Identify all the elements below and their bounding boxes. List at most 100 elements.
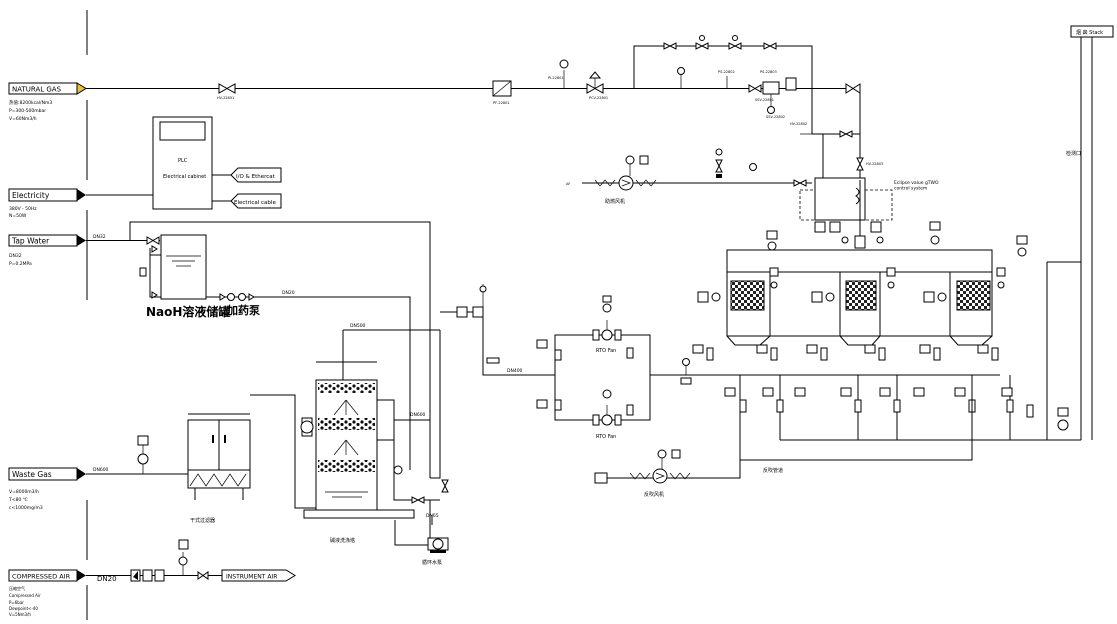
circulation-pump-icon[interactable] bbox=[427, 537, 449, 553]
plc-cabinet[interactable]: PLC Electrical cabinet bbox=[152, 116, 213, 210]
flow-meter-icon bbox=[137, 453, 149, 465]
waste-gas-size: DN600 bbox=[93, 467, 109, 473]
electricity-label: Electricity bbox=[12, 191, 50, 200]
gas-psh-tag: PS-22803 bbox=[760, 70, 777, 74]
instrument-box-icon bbox=[137, 435, 149, 446]
naoh-line-size: DN20 bbox=[282, 290, 295, 296]
electrical-cable-tag[interactable]: Electrical cable bbox=[230, 193, 282, 209]
return-duct-label: 反吹管道 bbox=[763, 467, 783, 474]
tap-water-spec: DN32 bbox=[9, 253, 22, 259]
rto-fan-2[interactable] bbox=[592, 389, 622, 426]
electricity-spec: N=50W bbox=[9, 213, 27, 219]
damper-icon[interactable] bbox=[626, 404, 634, 416]
compressed-air-label: COMPRESSED AIR bbox=[12, 573, 71, 581]
dilution-fan[interactable] bbox=[629, 449, 691, 484]
damper-icon[interactable] bbox=[472, 306, 484, 318]
tap-water-inlet[interactable]: Tap Water bbox=[8, 234, 86, 247]
rto-instrument-group bbox=[697, 221, 1028, 303]
pressure-gauge-icon bbox=[677, 67, 685, 75]
natural-gas-spec: 热值:8200kcal/Nm3 bbox=[9, 99, 52, 106]
circulation-pump-label: 循环水泵 bbox=[422, 559, 442, 566]
gas-psl-tag: PS-22802 bbox=[718, 70, 735, 74]
level-switch-icon bbox=[393, 465, 403, 475]
rto-fan-1[interactable] bbox=[592, 295, 622, 341]
instrument-air-outlet[interactable]: INSTRUMENT AIR bbox=[221, 569, 296, 582]
purge-air-line bbox=[607, 375, 973, 479]
rto-chamber-assembly[interactable] bbox=[726, 249, 993, 346]
compressed-air-inlet[interactable]: COMPRESSED AIR bbox=[8, 569, 86, 582]
inlet-filter-icon[interactable] bbox=[594, 472, 608, 484]
electricity-inlet[interactable]: Electricity bbox=[8, 188, 86, 202]
plc-subtitle: Electrical cabinet bbox=[163, 174, 206, 180]
io-ethernet-label: I/O & Ethercat bbox=[236, 174, 276, 180]
rto-valve-group[interactable] bbox=[692, 344, 1034, 418]
burner-icon[interactable] bbox=[854, 235, 866, 249]
sampling-valve-icon[interactable] bbox=[1057, 419, 1069, 431]
damper-icon[interactable] bbox=[626, 347, 634, 359]
rto-fan-2-loop bbox=[554, 375, 651, 421]
makeup-water-line bbox=[129, 221, 431, 478]
damper-icon[interactable] bbox=[554, 399, 562, 411]
air-filter-set-icon[interactable] bbox=[130, 569, 165, 582]
filter-tag: AF bbox=[566, 182, 570, 186]
naoh-tank-label: NaoH溶液储罐 bbox=[146, 304, 230, 319]
combustion-fan[interactable] bbox=[594, 155, 657, 191]
gas-filter[interactable] bbox=[492, 80, 512, 97]
rto-supply-line bbox=[440, 311, 540, 376]
scrubber-label: 碱液洗涤塔 bbox=[330, 537, 355, 544]
dosing-pump-icon[interactable] bbox=[219, 293, 255, 301]
io-ethernet-tag[interactable]: I/O & Ethercat bbox=[230, 167, 282, 183]
gas-ball-valve[interactable] bbox=[218, 83, 236, 94]
gas-valve-tag: HV-22801 bbox=[217, 96, 234, 100]
bypass-valve-icon bbox=[663, 42, 777, 50]
stack-label: 烟 囱 Stack bbox=[1076, 29, 1103, 36]
compressed-air-spec: Dewpoint<-40 bbox=[9, 606, 38, 611]
flow-element-icon bbox=[486, 357, 500, 364]
damper-icon[interactable] bbox=[554, 349, 562, 361]
flow-element-icon bbox=[680, 377, 692, 385]
dilution-fan-label: 反吹风机 bbox=[644, 491, 664, 498]
pressure-gauge-icon bbox=[767, 106, 775, 114]
gas-filter-tag: PF-22801 bbox=[493, 101, 510, 105]
dry-filter[interactable] bbox=[187, 413, 251, 500]
burner-control-box[interactable] bbox=[799, 177, 893, 221]
naoh-to-scrubber-line bbox=[280, 296, 411, 470]
tap-water-size: DN32 bbox=[93, 234, 106, 240]
tap-water-spec: P=0.2MPa bbox=[9, 261, 32, 267]
rto-fan-1-label: RTO Fan bbox=[596, 348, 616, 354]
gas-ssv-tag: SSV-22802 bbox=[766, 115, 785, 119]
scrubber-side-size: DN600 bbox=[410, 412, 426, 418]
dry-filter-label: 干式过滤器 bbox=[190, 517, 215, 524]
damper-icon[interactable] bbox=[456, 306, 468, 318]
electrical-cable-label: Electrical cable bbox=[234, 200, 276, 206]
compressed-air-spec: V=5Nm3/h bbox=[9, 612, 31, 617]
gas-shutoff-valve[interactable] bbox=[845, 83, 861, 94]
stack-outlet[interactable]: 烟 囱 Stack bbox=[1070, 25, 1114, 38]
pilot-valve-tag: HV-22803 bbox=[866, 162, 883, 166]
instrument-air-label: INSTRUMENT AIR bbox=[226, 574, 277, 581]
gas-ssv-tag: SSV-22801 bbox=[755, 98, 774, 102]
compressed-air-size: DN20 bbox=[97, 575, 117, 583]
compressed-air-spec: P=6bar bbox=[9, 600, 24, 605]
waste-gas-spec: c<1000mg/m3 bbox=[9, 505, 43, 511]
scrubber-tower[interactable] bbox=[303, 330, 415, 519]
pressure-regulator-icon[interactable] bbox=[586, 71, 604, 94]
pressure-gauge-icon bbox=[559, 59, 569, 69]
gas-ssv-block[interactable] bbox=[748, 77, 797, 95]
scrubber-bypass-line bbox=[430, 330, 441, 479]
filter-to-scrubber-line bbox=[250, 394, 316, 509]
compressed-air-spec: 压缩空气 bbox=[9, 585, 25, 591]
waste-gas-inlet[interactable]: Waste Gas bbox=[8, 467, 86, 481]
dosing-pump-label: 加药泵 bbox=[226, 303, 260, 317]
rto-fan-1-loop bbox=[540, 334, 651, 376]
natural-gas-spec: P=300-500mbar bbox=[9, 108, 46, 114]
pilot-valve-tag: HV-22802 bbox=[790, 122, 807, 126]
air-flow-switch-icon[interactable] bbox=[715, 148, 723, 178]
naoh-tank[interactable] bbox=[160, 234, 207, 300]
sampling-port-label: 检测口 bbox=[1066, 150, 1081, 157]
instrument-box-icon bbox=[536, 399, 548, 409]
waste-gas-spec: V=8000m3/h bbox=[9, 489, 39, 495]
natural-gas-inlet[interactable]: NATURAL GAS bbox=[8, 82, 87, 95]
scrubber-outlet-size: DN500 bbox=[350, 323, 366, 329]
